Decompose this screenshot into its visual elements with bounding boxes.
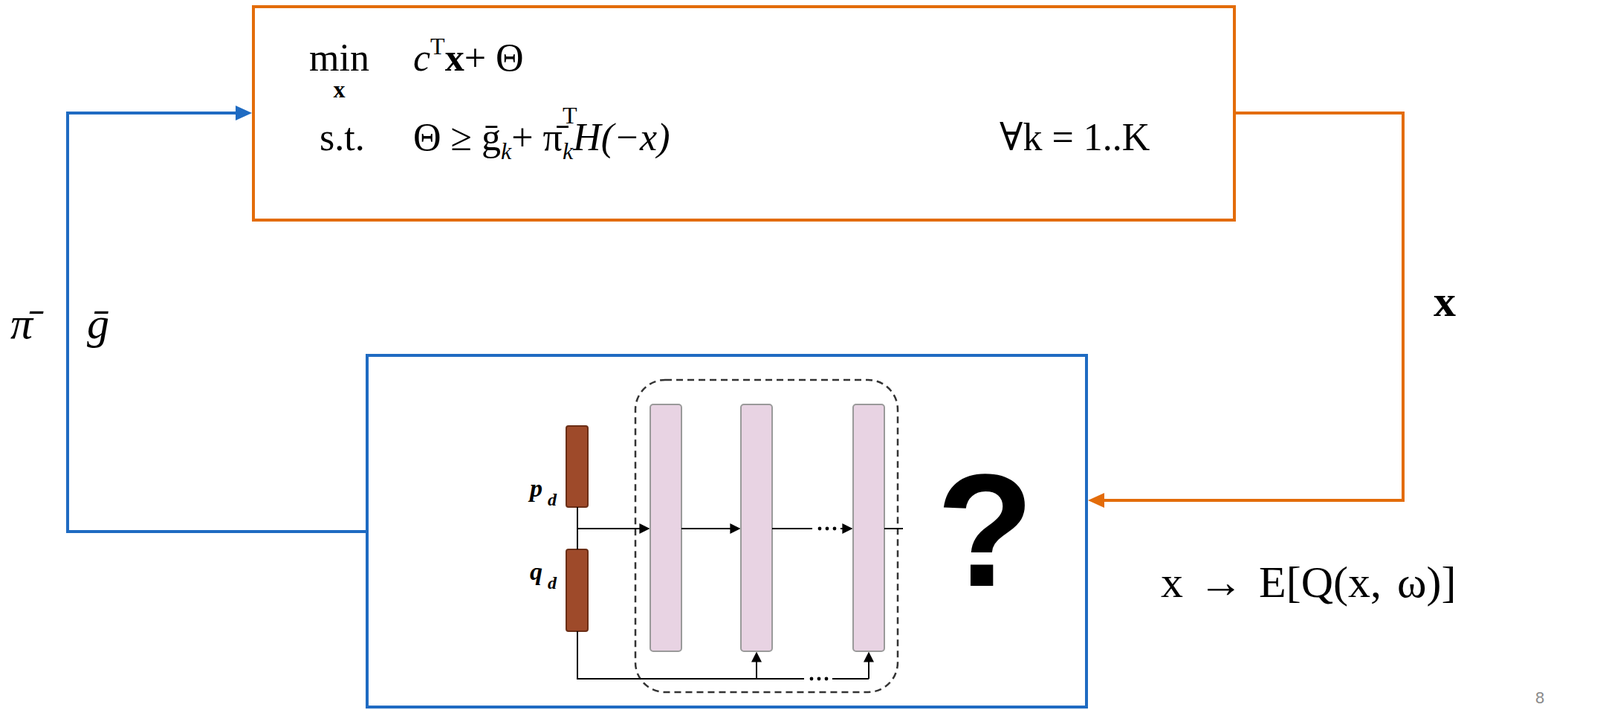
dashed-block-outline [635,379,898,692]
optimization-box: minxcTx+ Θs.t.Θ ≥ ḡk+ π̄kTH(−x)∀k = 1..K [251,5,1236,222]
skip-wire [832,677,869,680]
arrowhead [235,105,252,121]
formula-text: c [413,36,431,79]
decision-arrow [1087,112,1404,508]
input-label: q [529,558,543,585]
ellipsis-dot [817,677,822,681]
input-vector [566,549,588,631]
formula-line: Θ ≥ ḡk+ π̄kTH(−x) [413,118,670,157]
feedback-arrow [67,105,366,532]
question-mark: ? [936,450,1034,611]
page-number: 8 [1535,689,1545,706]
formula-text: s.t. [319,115,365,159]
formula-subscript: k [562,137,573,165]
formula-text: + π̄ [511,115,563,159]
wire [772,527,813,530]
formula-subscript: k [500,137,512,165]
wire [840,527,852,530]
formula-text: x [445,36,465,79]
formula-text: Θ ≥ ḡ [413,115,501,159]
mapping-note: x → E[Q(x, ω)] [1160,559,1456,605]
wire [681,527,740,530]
ellipsis-dot [810,677,814,681]
formula-text: min [309,38,370,78]
surrogate-model-box: pdqd? [365,353,1088,709]
edge-label: x [1433,278,1456,324]
connector-line [1104,112,1404,501]
input-vector [566,425,588,507]
skip-wire [867,652,870,679]
signal-label: ḡ [86,300,110,346]
input-subscript: d [547,490,557,509]
ellipsis-dot [825,526,830,531]
skip-wire [755,652,758,679]
formula-line: cTx+ Θ [413,38,524,78]
formula-line: minx [309,38,370,102]
signal-label: π̄ [10,300,33,346]
wire [884,527,903,530]
input-subscript: d [547,573,557,592]
input-label: p [529,475,543,501]
skip-wire [577,630,805,679]
layer-bar [650,404,682,651]
formula-text: ∀k = 1..K [999,115,1150,159]
formula-line: s.t. [319,118,365,157]
arrowhead [1087,492,1105,508]
connector-line [67,112,366,532]
formula-text: x [332,77,345,102]
formula-superscript: T [430,32,446,60]
formula-text: H(−x) [572,115,670,159]
layer-bar [740,404,773,651]
formula-line: ∀k = 1..K [999,118,1150,157]
ellipsis-dot [824,677,829,681]
ellipsis-dot [818,526,822,531]
formula-text: + Θ [464,36,524,79]
layer-bar [853,404,885,651]
ellipsis-dot [833,526,837,531]
wire [577,527,649,530]
index-stack: kT [562,118,573,157]
